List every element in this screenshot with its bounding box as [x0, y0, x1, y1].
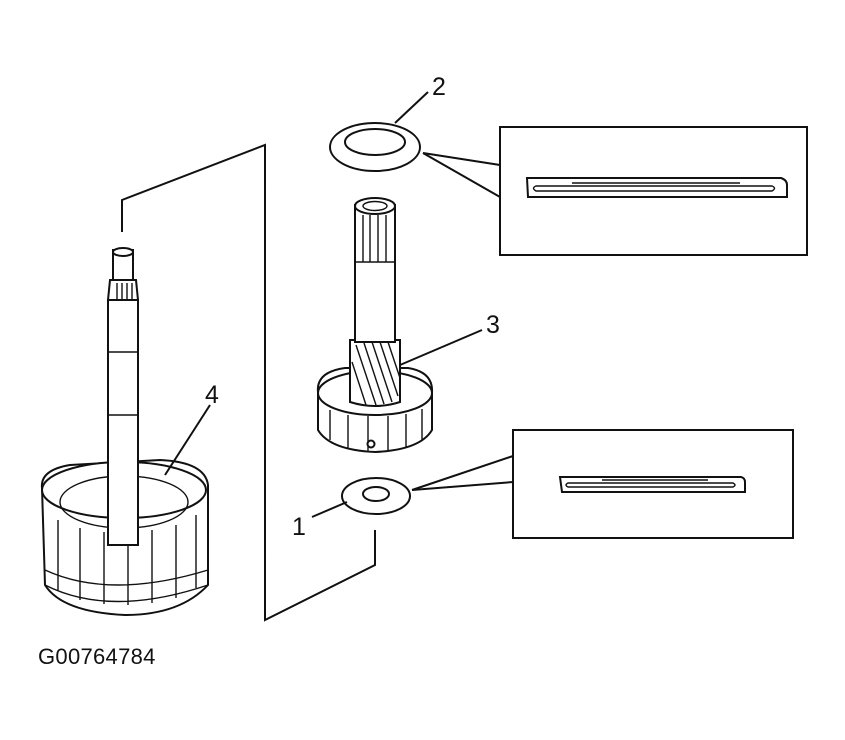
figure-code: G00764784 — [38, 644, 156, 669]
callout-label-1: 1 — [292, 513, 306, 541]
part-1-thrust-washer — [341, 477, 411, 515]
callout-leaders — [164, 91, 483, 518]
detail-view-washer-2 — [422, 126, 808, 256]
part-2-thrust-washer — [329, 122, 421, 172]
callout-label-4: 4 — [205, 381, 219, 409]
part-3-input-shaft-gear — [316, 197, 434, 454]
callout-label-2: 2 — [432, 73, 446, 101]
callout-label-3: 3 — [486, 311, 500, 339]
part-4-shaft-drum — [40, 247, 209, 617]
detail-view-washer-1 — [411, 429, 794, 539]
assembly-guide-lines — [121, 143, 376, 622]
